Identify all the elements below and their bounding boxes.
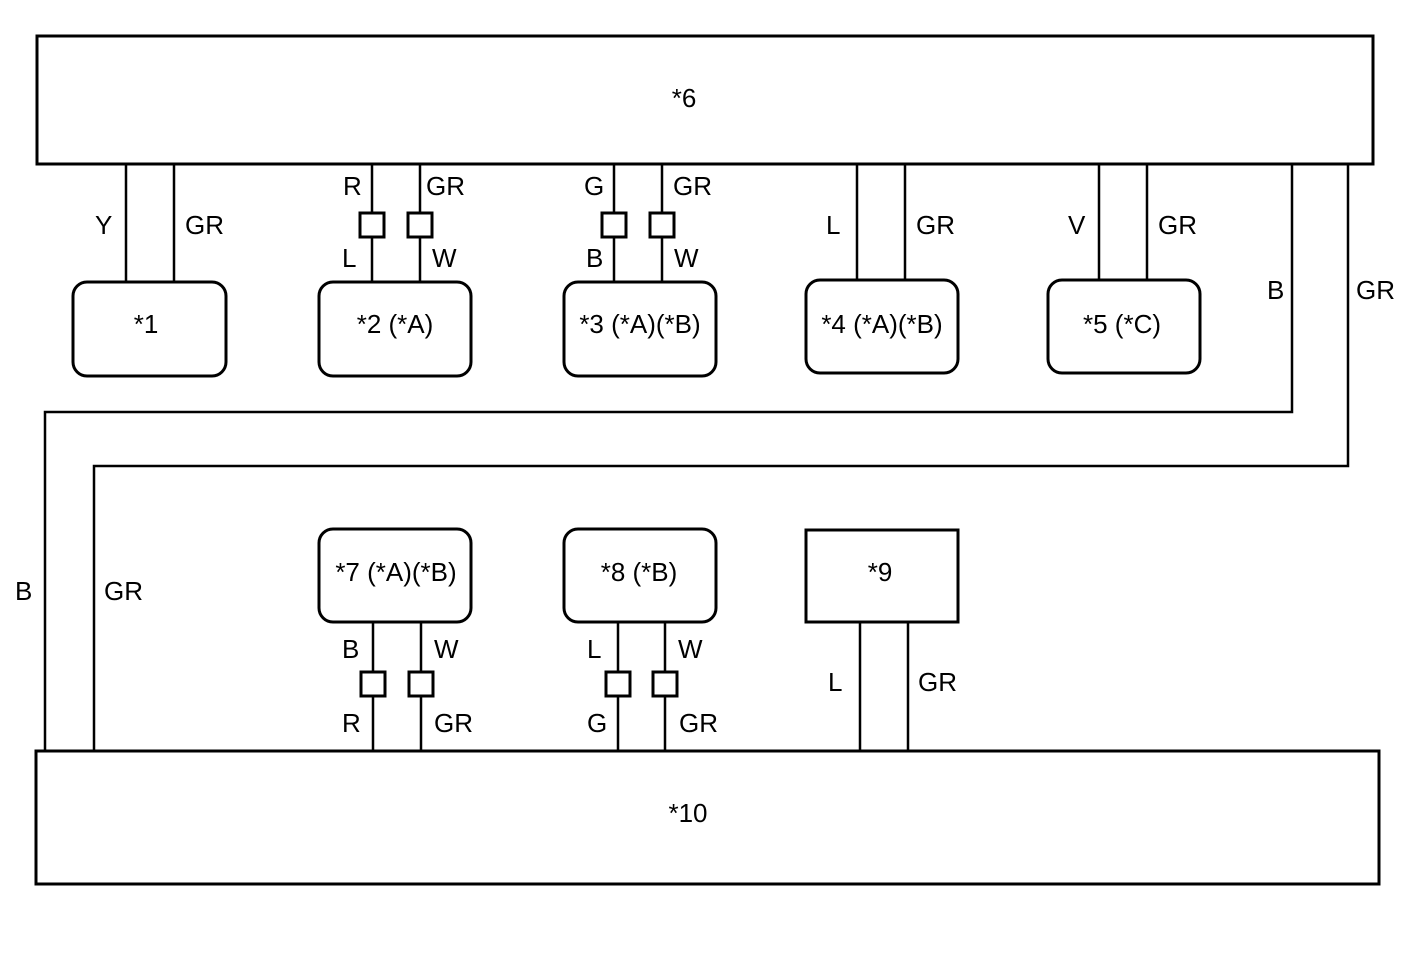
wire-label: R: [343, 171, 362, 201]
wire-label: W: [678, 634, 703, 664]
wire-label: GR: [673, 171, 712, 201]
component-10-box: [34, 749, 1381, 886]
wire-label: R: [342, 708, 361, 738]
wire-label: GR: [1356, 275, 1395, 305]
component-3-label: *3 (*A)(*B): [579, 309, 700, 339]
component-8-box: [562, 527, 718, 624]
connector-c7-a: [359, 670, 387, 698]
wire-label: L: [587, 634, 601, 664]
connector-c3-b: [648, 211, 676, 239]
component-9-label: *9: [868, 557, 893, 587]
wire-label: B: [1267, 275, 1284, 305]
component-6-box: [35, 34, 1375, 166]
wire-label: GR: [434, 708, 473, 738]
connector-c3-a: [600, 211, 628, 239]
wire-label: W: [432, 243, 457, 273]
component-7-label: *7 (*A)(*B): [335, 557, 456, 587]
wire-label: L: [342, 243, 356, 273]
wire-label: G: [584, 171, 604, 201]
wire-label: Y: [95, 210, 112, 240]
component-3-box: [562, 280, 718, 378]
wire-label: GR: [1158, 210, 1197, 240]
wire-label: V: [1068, 210, 1086, 240]
wire-label: GR: [916, 210, 955, 240]
connector-c2-a: [358, 211, 386, 239]
component-2-box: [317, 280, 473, 378]
wire-bus-b: [43, 165, 1294, 751]
component-8-label: *8 (*B): [601, 557, 678, 587]
wire-label: L: [828, 667, 842, 697]
component-1-label: *1: [134, 309, 159, 339]
component-5-box: [1046, 278, 1202, 375]
wire-label: B: [586, 243, 603, 273]
wire-label: W: [434, 634, 459, 664]
component-4-label: *4 (*A)(*B): [821, 309, 942, 339]
wire-label: L: [826, 210, 840, 240]
connector-c2-b: [406, 211, 434, 239]
connector-c8-a: [604, 670, 632, 698]
component-10-label: *10: [668, 798, 707, 828]
wire-label: GR: [679, 708, 718, 738]
wire-label: GR: [918, 667, 957, 697]
component-1-box: [71, 280, 228, 378]
connector-c8-b: [651, 670, 679, 698]
wire-bus-gr: [92, 165, 1350, 751]
component-7-box: [317, 527, 473, 624]
connector-c7-b: [407, 670, 435, 698]
component-9-box: [804, 528, 960, 624]
component-5-label: *5 (*C): [1083, 309, 1161, 339]
wire-label: GR: [185, 210, 224, 240]
wire-label: W: [674, 243, 699, 273]
component-6-label: *6: [672, 83, 697, 113]
wire-label: B: [342, 634, 359, 664]
component-2-label: *2 (*A): [357, 309, 434, 339]
wire-label: GR: [426, 171, 465, 201]
wire-label: GR: [104, 576, 143, 606]
component-4-box: [804, 278, 960, 375]
wire-label: G: [587, 708, 607, 738]
wire-label: B: [15, 576, 32, 606]
